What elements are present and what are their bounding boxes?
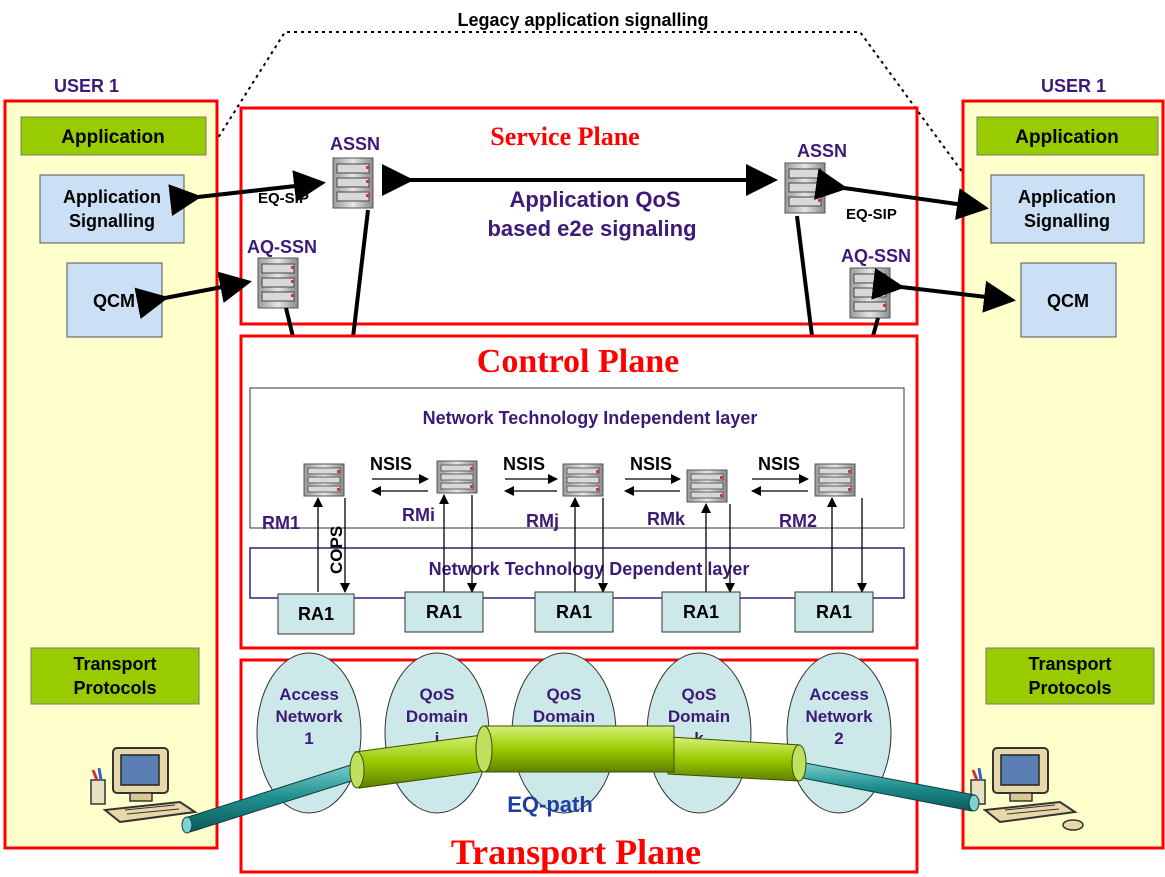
control-plane-title: Control Plane [477, 343, 679, 380]
nsis-label: NSIS [370, 454, 412, 474]
cops-label: COPS [327, 526, 346, 574]
qcm-box: QCM [66, 262, 163, 338]
dependent-layer-label: Network Technology Dependent layer [429, 559, 750, 579]
svg-text:Transport: Transport [73, 654, 156, 674]
svg-text:RA1: RA1 [683, 602, 719, 622]
nsis-label: NSIS [503, 454, 545, 474]
svg-text:Network: Network [275, 707, 343, 726]
svg-text:Domain: Domain [533, 707, 595, 726]
ra-box: RA1 [404, 591, 484, 633]
legacy-signalling-label: Legacy application signalling [457, 10, 708, 30]
svg-text:QoS: QoS [682, 685, 717, 704]
service-plane-title: Service Plane [490, 122, 639, 151]
rm-label: RM2 [779, 511, 817, 531]
user-panel-right: USER 1 Application Application Signallin… [961, 76, 1165, 850]
svg-text:Protocols: Protocols [1028, 678, 1111, 698]
user-label: USER 1 [54, 76, 119, 96]
transport-plane: Access Network 1 QoS Domain i QoS Domain… [181, 652, 980, 874]
rm-node-icon [436, 460, 478, 494]
ra-box: RA1 [277, 593, 355, 635]
application-signalling-box: Application Signalling [990, 174, 1145, 244]
qos-signaling-text-line1: Application QoS [509, 187, 680, 212]
nsis-label: NSIS [630, 454, 672, 474]
eq-sip-label-right: EQ-SIP [846, 206, 897, 223]
rm-node-icon [686, 469, 728, 503]
rm-label: RMj [526, 511, 559, 531]
rm-label: RMi [402, 505, 435, 525]
svg-text:QCM: QCM [1047, 291, 1089, 311]
transport-protocols-box: Transport Protocols [985, 647, 1155, 705]
rm-label: RM1 [262, 513, 300, 533]
nsis-arrows [371, 474, 809, 496]
domain-ellipse: QoS Domain i [384, 652, 490, 814]
svg-text:Application: Application [1015, 127, 1118, 148]
rm-node-icon [303, 463, 345, 497]
user-panel-left: USER 1 Application Application Signallin… [3, 76, 219, 850]
legacy-signalling-path [175, 31, 991, 211]
svg-text:Signalling: Signalling [1024, 211, 1110, 231]
rm-ra-arrows [313, 494, 867, 593]
assn-label-right: ASSN [797, 141, 847, 161]
svg-text:QCM: QCM [93, 291, 135, 311]
svg-text:Application: Application [61, 127, 164, 148]
nsis-label: NSIS [758, 454, 800, 474]
rm-node-icon [562, 463, 604, 497]
svg-text:Signalling: Signalling [69, 211, 155, 231]
rm-node-icon [814, 463, 856, 497]
user-label: USER 1 [1041, 76, 1106, 96]
svg-text:Protocols: Protocols [73, 678, 156, 698]
svg-text:Network: Network [805, 707, 873, 726]
svg-text:Domain: Domain [406, 707, 468, 726]
svg-text:QoS: QoS [547, 685, 582, 704]
service-plane: Service Plane ASSN ASSN EQ-SIP EQ-SIP AQ… [239, 106, 919, 326]
aq-ssn-server-left-icon [257, 257, 299, 309]
assn-label-left: ASSN [330, 134, 380, 154]
aq-ssn-server-right-icon [849, 267, 891, 319]
svg-text:2: 2 [834, 729, 843, 748]
svg-text:Application: Application [1018, 187, 1116, 207]
ra-box: RA1 [661, 591, 741, 633]
qos-signaling-text-line2: based e2e signaling [487, 216, 696, 241]
eq-path-tube [181, 725, 980, 834]
svg-text:Application: Application [63, 187, 161, 207]
transport-plane-title: Transport Plane [451, 832, 701, 872]
rm-label: RMk [647, 509, 686, 529]
independent-layer-box [249, 387, 905, 529]
svg-text:QoS: QoS [420, 685, 455, 704]
eq-sip-label-left: EQ-SIP [258, 190, 309, 207]
svg-text:i: i [435, 729, 440, 748]
svg-text:Access: Access [809, 685, 869, 704]
svg-text:Access: Access [279, 685, 339, 704]
aq-ssn-label-right: AQ-SSN [841, 246, 911, 266]
svg-text:1: 1 [304, 729, 313, 748]
svg-text:RA1: RA1 [426, 602, 462, 622]
qcm-box: QCM [1020, 262, 1117, 338]
control-plane: Control Plane Network Technology Indepen… [239, 334, 919, 650]
ra-box: RA1 [794, 591, 874, 633]
application-signalling-box: Application Signalling [39, 174, 185, 244]
eq-path-label: EQ-path [507, 792, 593, 817]
application-box: Application [20, 116, 207, 156]
ra-box: RA1 [534, 591, 614, 633]
transport-protocols-box: Transport Protocols [30, 647, 200, 705]
svg-text:RA1: RA1 [556, 602, 592, 622]
independent-layer-label: Network Technology Independent layer [423, 408, 758, 428]
svg-text:RA1: RA1 [298, 604, 334, 624]
svg-text:Transport: Transport [1028, 654, 1111, 674]
svg-text:RA1: RA1 [816, 602, 852, 622]
aq-ssn-label-left: AQ-SSN [247, 237, 317, 257]
application-box: Application [976, 116, 1159, 156]
svg-text:Domain: Domain [668, 707, 730, 726]
assn-server-right-icon [784, 162, 826, 214]
assn-server-left-icon [332, 157, 374, 209]
